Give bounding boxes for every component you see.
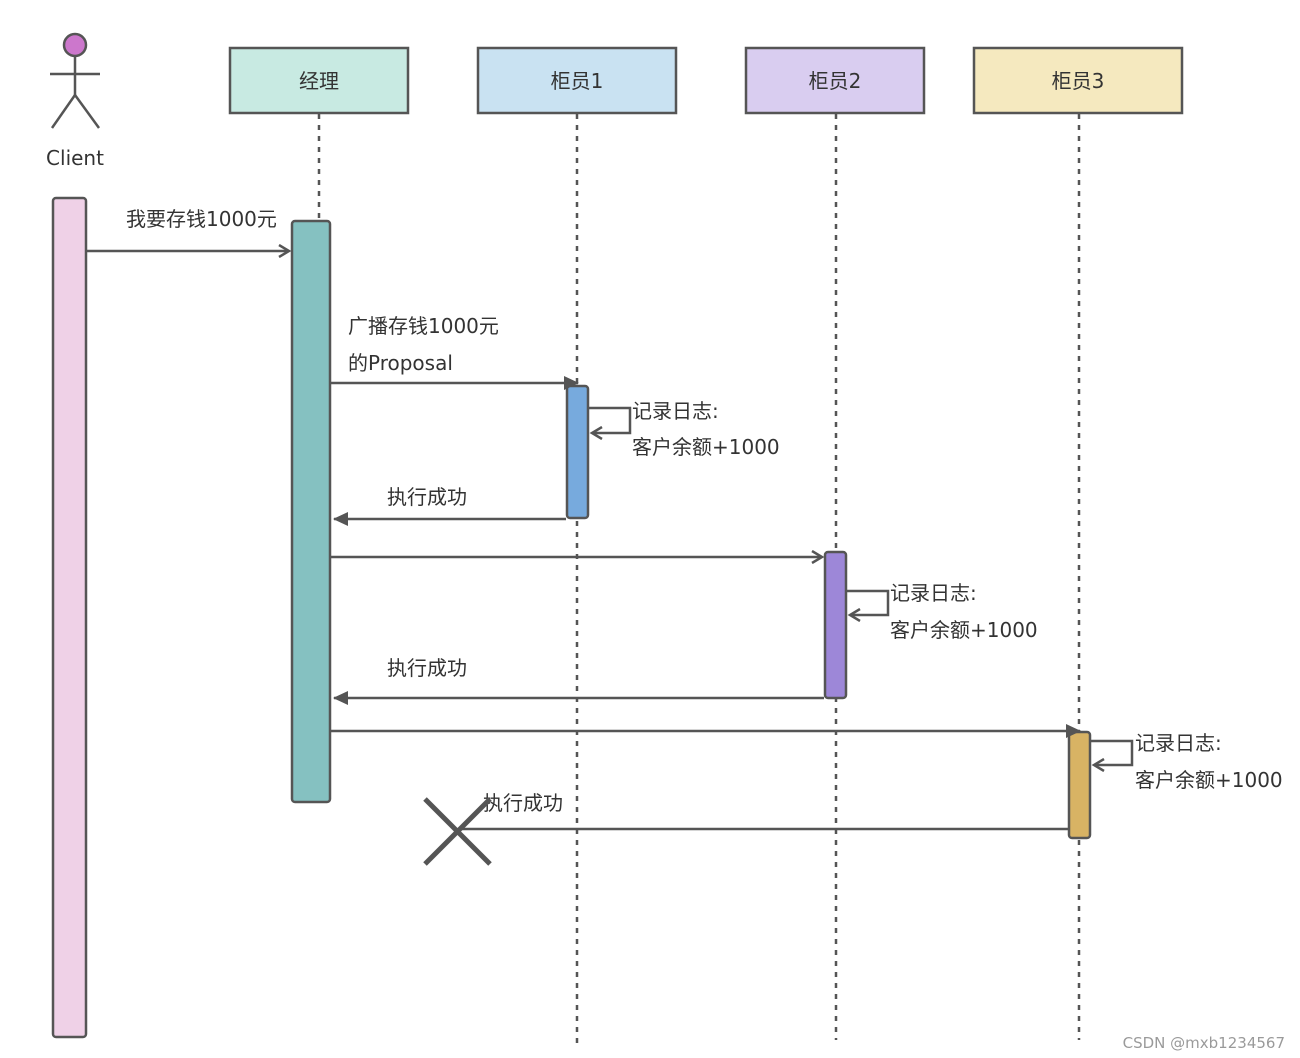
participant-box-teller3 <box>972 46 1184 115</box>
self-note-teller1-line1: 记录日志: <box>632 399 719 423</box>
participant-label-teller2: 柜员2 <box>809 69 862 93</box>
activation-teller2 <box>823 550 848 700</box>
activation-client <box>51 196 88 1039</box>
participant-manager: 经理 <box>228 46 410 115</box>
message-label-broadcast-line1: 广播存钱1000元 <box>348 314 499 338</box>
self-note-teller1-line2: 客户余额+1000 <box>632 435 780 459</box>
message-label-deposit: 我要存钱1000元 <box>126 207 277 231</box>
activation-teller1 <box>565 384 590 520</box>
message-label-broadcast-line2: 的Proposal <box>348 351 453 375</box>
actor-label: Client <box>46 146 104 170</box>
participant-teller1: 柜员1 <box>476 46 678 115</box>
response-label-teller3: 执行成功 <box>483 791 563 815</box>
self-note-teller3-line1: 记录日志: <box>1135 731 1222 755</box>
actor-head <box>62 32 88 58</box>
participant-teller2: 柜员2 <box>744 46 926 115</box>
participant-teller3: 柜员3 <box>972 46 1184 115</box>
actor-right-leg <box>73 94 101 129</box>
response-label-teller2: 执行成功 <box>387 656 467 680</box>
participant-box-manager <box>228 46 410 115</box>
activation-teller3 <box>1067 730 1092 840</box>
self-note-teller2-line2: 客户余额+1000 <box>890 618 1038 642</box>
self-note-teller3-line2: 客户余额+1000 <box>1135 768 1283 792</box>
activation-manager <box>290 219 332 804</box>
self-message-arrow-teller3 <box>1091 739 1134 765</box>
destroy-x-icon <box>423 797 492 866</box>
self-note-teller2-line1: 记录日志: <box>890 581 977 605</box>
participant-box-teller1 <box>476 46 678 115</box>
self-message-arrow-teller2 <box>847 589 890 615</box>
participant-label-teller1: 柜员1 <box>551 69 604 93</box>
actor-left-leg <box>50 94 77 129</box>
response-label-teller1: 执行成功 <box>387 485 467 509</box>
participant-label-manager: 经理 <box>299 69 339 93</box>
watermark: CSDN @mxb1234567 <box>1123 1034 1285 1052</box>
client-actor: Client <box>46 32 104 170</box>
self-message-arrow-teller1 <box>589 406 632 433</box>
participant-label-teller3: 柜员3 <box>1052 69 1105 93</box>
participant-box-teller2 <box>744 46 926 115</box>
